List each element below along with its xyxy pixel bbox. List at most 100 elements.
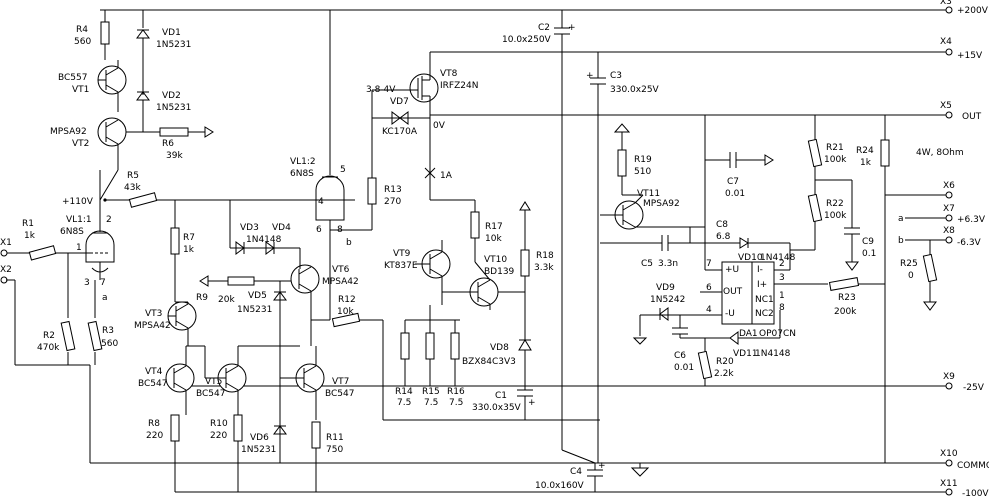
svg-text:VL1:2: VL1:2 — [290, 157, 316, 167]
transistor-vt9: VT9 KT837E — [384, 240, 451, 305]
svg-text:6.8: 6.8 — [716, 232, 731, 242]
svg-text:R16: R16 — [447, 387, 465, 397]
capacitor-c8: C8 6.8 — [689, 220, 740, 244]
terminal-x9: X9 -25V — [943, 372, 985, 393]
svg-text:560: 560 — [74, 37, 91, 47]
svg-text:0.01: 0.01 — [725, 189, 745, 199]
svg-text:1N5242: 1N5242 — [650, 295, 685, 305]
terminal-x7: X7 +6.3V — [943, 204, 986, 225]
svg-text:VT3: VT3 — [145, 309, 162, 319]
svg-text:10k: 10k — [485, 234, 502, 244]
svg-text:BC557: BC557 — [58, 73, 87, 83]
svg-text:+6.3V: +6.3V — [957, 215, 986, 225]
svg-text:VD1: VD1 — [162, 28, 181, 38]
svg-text:3.3n: 3.3n — [658, 259, 678, 269]
svg-text:MPSA42: MPSA42 — [134, 321, 171, 331]
transistor-vt3: VT3 MPSA42 — [134, 301, 197, 346]
svg-text:C4: C4 — [570, 467, 582, 477]
svg-text:330.0x25V: 330.0x25V — [610, 85, 660, 95]
svg-text:KT837E: KT837E — [384, 261, 418, 271]
svg-text:I+: I+ — [757, 280, 767, 290]
resistor-r7: R7 1k — [170, 200, 195, 302]
resistor-r24: R24 1k — [856, 139, 890, 168]
svg-text:750: 750 — [326, 445, 343, 455]
svg-text:7.5: 7.5 — [424, 398, 438, 408]
svg-text:10.0x250V: 10.0x250V — [502, 35, 552, 45]
svg-text:-25V: -25V — [963, 383, 985, 393]
svg-text:X10: X10 — [940, 449, 958, 459]
svg-text:+200V: +200V — [957, 6, 989, 16]
svg-text:R19: R19 — [634, 155, 652, 165]
svg-text:X2: X2 — [0, 265, 12, 275]
svg-text:VT11: VT11 — [637, 189, 660, 199]
svg-text:b: b — [346, 238, 352, 248]
svg-text:VD4: VD4 — [272, 223, 291, 233]
terminal-x3: X3 +200V — [940, 0, 989, 16]
svg-text:X4: X4 — [940, 37, 952, 47]
resistor-r13: R13 270 — [330, 90, 402, 231]
svg-text:C1: C1 — [495, 391, 507, 401]
svg-text:OUT: OUT — [723, 287, 743, 297]
terminal-x11: X11 -100V — [940, 479, 989, 498]
svg-text:100k: 100k — [824, 211, 847, 221]
diode-vd2: VD2 1N5231 — [136, 91, 191, 113]
svg-text:2.2k: 2.2k — [714, 369, 734, 379]
svg-text:1k: 1k — [183, 245, 195, 255]
terminal-x6: X6 — [943, 181, 955, 199]
svg-text:NC1: NC1 — [755, 295, 774, 305]
svg-text:R4: R4 — [76, 25, 88, 35]
svg-text:1: 1 — [779, 291, 785, 301]
resistor-r22: R22 100k — [790, 179, 852, 251]
svg-text:1N5231: 1N5231 — [156, 40, 191, 50]
transistor-vt5: VT5 BC547 — [196, 345, 300, 415]
svg-text:560: 560 — [101, 339, 118, 349]
svg-text:C9: C9 — [862, 237, 874, 247]
svg-text:X9: X9 — [943, 372, 955, 382]
svg-text:-U: -U — [725, 309, 735, 319]
svg-text:R18: R18 — [536, 251, 554, 261]
resistor-r12: R12 10k — [311, 295, 600, 421]
svg-text:+: + — [586, 71, 594, 81]
svg-text:OP07CN: OP07CN — [759, 329, 796, 339]
svg-text:0: 0 — [908, 271, 914, 281]
svg-text:3.8-4V: 3.8-4V — [366, 85, 396, 95]
transistor-vt2: MPSA92 VT2 — [50, 100, 160, 170]
diode-vd4: VD4 1N4148 — [246, 223, 291, 255]
svg-text:7: 7 — [706, 259, 712, 269]
transistor-vt6: VT6 MPSA42 — [290, 248, 359, 346]
svg-text:R12: R12 — [338, 295, 356, 305]
svg-text:R20: R20 — [716, 357, 734, 367]
svg-text:4: 4 — [706, 305, 712, 315]
svg-text:3: 3 — [779, 273, 785, 283]
diode-vd1: VD1 1N5231 — [136, 10, 191, 95]
svg-text:VD7: VD7 — [390, 97, 409, 107]
svg-text:+: + — [568, 23, 576, 33]
svg-text:X5: X5 — [940, 101, 952, 111]
resistor-r8: R8 220 — [146, 414, 180, 492]
svg-text:MPSA92: MPSA92 — [643, 199, 680, 209]
svg-text:BC547: BC547 — [138, 379, 167, 389]
resistor-r1: R1 1k — [22, 219, 90, 261]
capacitor-c4: C4 10.0x160V + — [535, 449, 606, 492]
svg-text:+15V: +15V — [957, 51, 983, 61]
svg-text:1N4148: 1N4148 — [246, 235, 282, 245]
svg-text:COMMON: COMMON — [957, 461, 989, 471]
transistor-vt11: VT11 MPSA92 — [600, 189, 705, 230]
svg-text:-6.3V: -6.3V — [957, 238, 982, 248]
terminal-x10: X10 COMMON — [940, 449, 989, 471]
svg-text:0.1: 0.1 — [862, 249, 876, 259]
svg-text:5: 5 — [340, 165, 346, 175]
resistor-r6: R6 39k — [159, 126, 214, 161]
svg-text:C7: C7 — [727, 177, 739, 187]
svg-text:C5: C5 — [641, 259, 653, 269]
transistor-vt10: VT10 BD139 — [442, 255, 525, 310]
svg-text:4W, 8Ohm: 4W, 8Ohm — [916, 148, 964, 158]
resistor-r11: R11 750 — [311, 421, 344, 492]
svg-text:BC547: BC547 — [325, 389, 354, 399]
svg-text:MPSA42: MPSA42 — [322, 277, 359, 287]
svg-text:6: 6 — [706, 283, 712, 293]
capacitor-c7: C7 0.01 — [704, 115, 774, 270]
svg-text:R24: R24 — [856, 146, 874, 156]
svg-text:200k: 200k — [834, 307, 857, 317]
capacitor-c6: C6 0.01 — [632, 315, 694, 373]
